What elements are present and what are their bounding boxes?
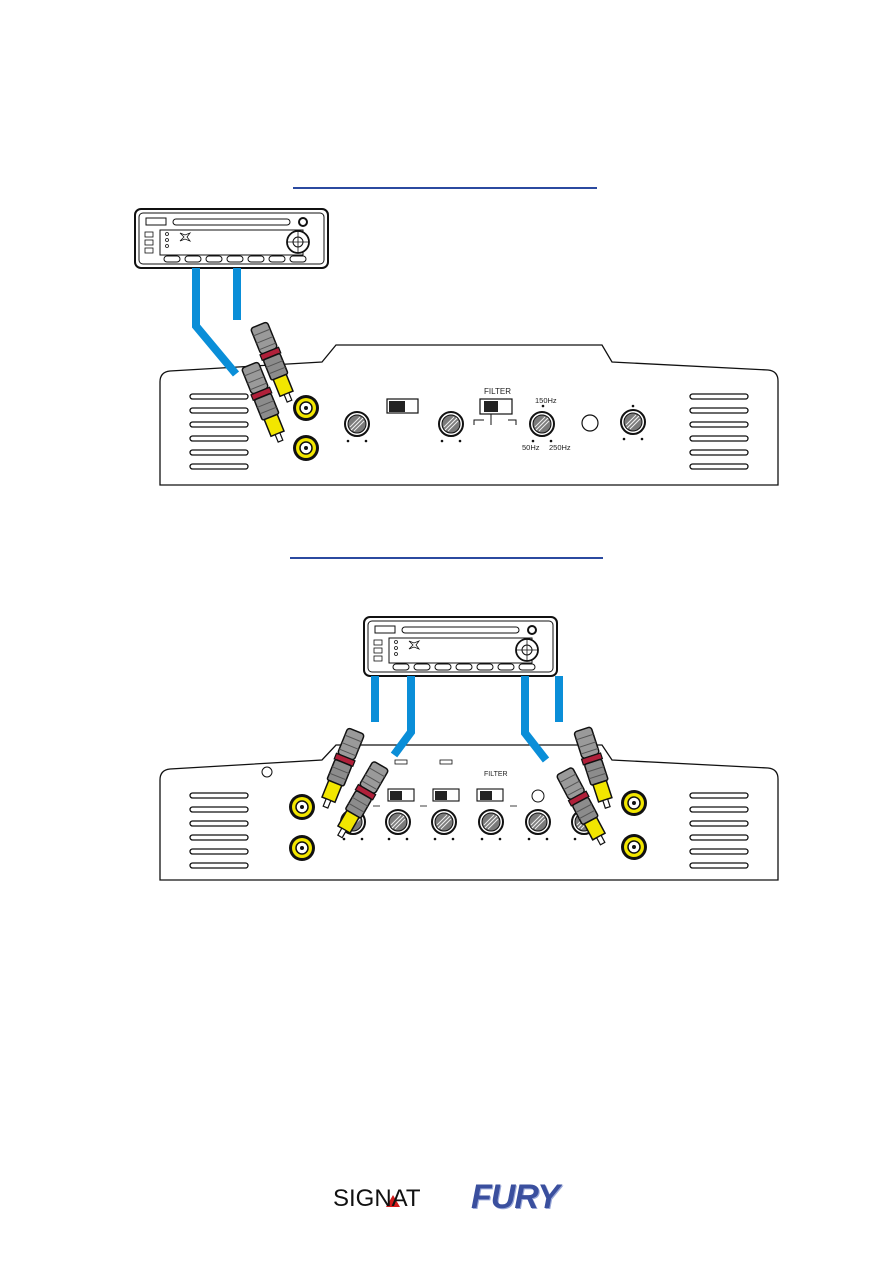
rca-socket	[621, 834, 647, 860]
fury-logo: FURY	[471, 1178, 559, 1217]
head-unit-2	[364, 617, 557, 676]
led-indicator	[582, 415, 598, 431]
led-indicator	[532, 790, 544, 802]
rca-socket	[289, 835, 315, 861]
freq-label-low: 50Hz	[522, 443, 540, 452]
filter-label-2: FILTER	[484, 771, 508, 778]
amplifier-2-body	[160, 745, 778, 880]
switch	[433, 789, 459, 801]
switch	[388, 789, 414, 801]
freq-label-high: 150Hz	[535, 396, 557, 405]
rca-socket	[293, 395, 319, 421]
filter-label: FILTER	[484, 387, 511, 396]
rca-cable	[196, 268, 236, 374]
diagram-2: FILTER	[160, 558, 778, 880]
signat-logo: SIGNAT	[333, 1185, 421, 1213]
filter-switch	[477, 789, 503, 801]
rca-socket	[289, 794, 315, 820]
switch	[387, 399, 418, 413]
rca-socket	[621, 790, 647, 816]
freq-label-mid: 250Hz	[549, 443, 571, 452]
diagram-1: FILTER 150Hz 50Hz 250Hz	[135, 188, 778, 485]
rca-cable	[394, 676, 411, 755]
head-unit-1	[135, 209, 328, 268]
rca-socket	[293, 435, 319, 461]
mounting-hole	[262, 767, 272, 777]
